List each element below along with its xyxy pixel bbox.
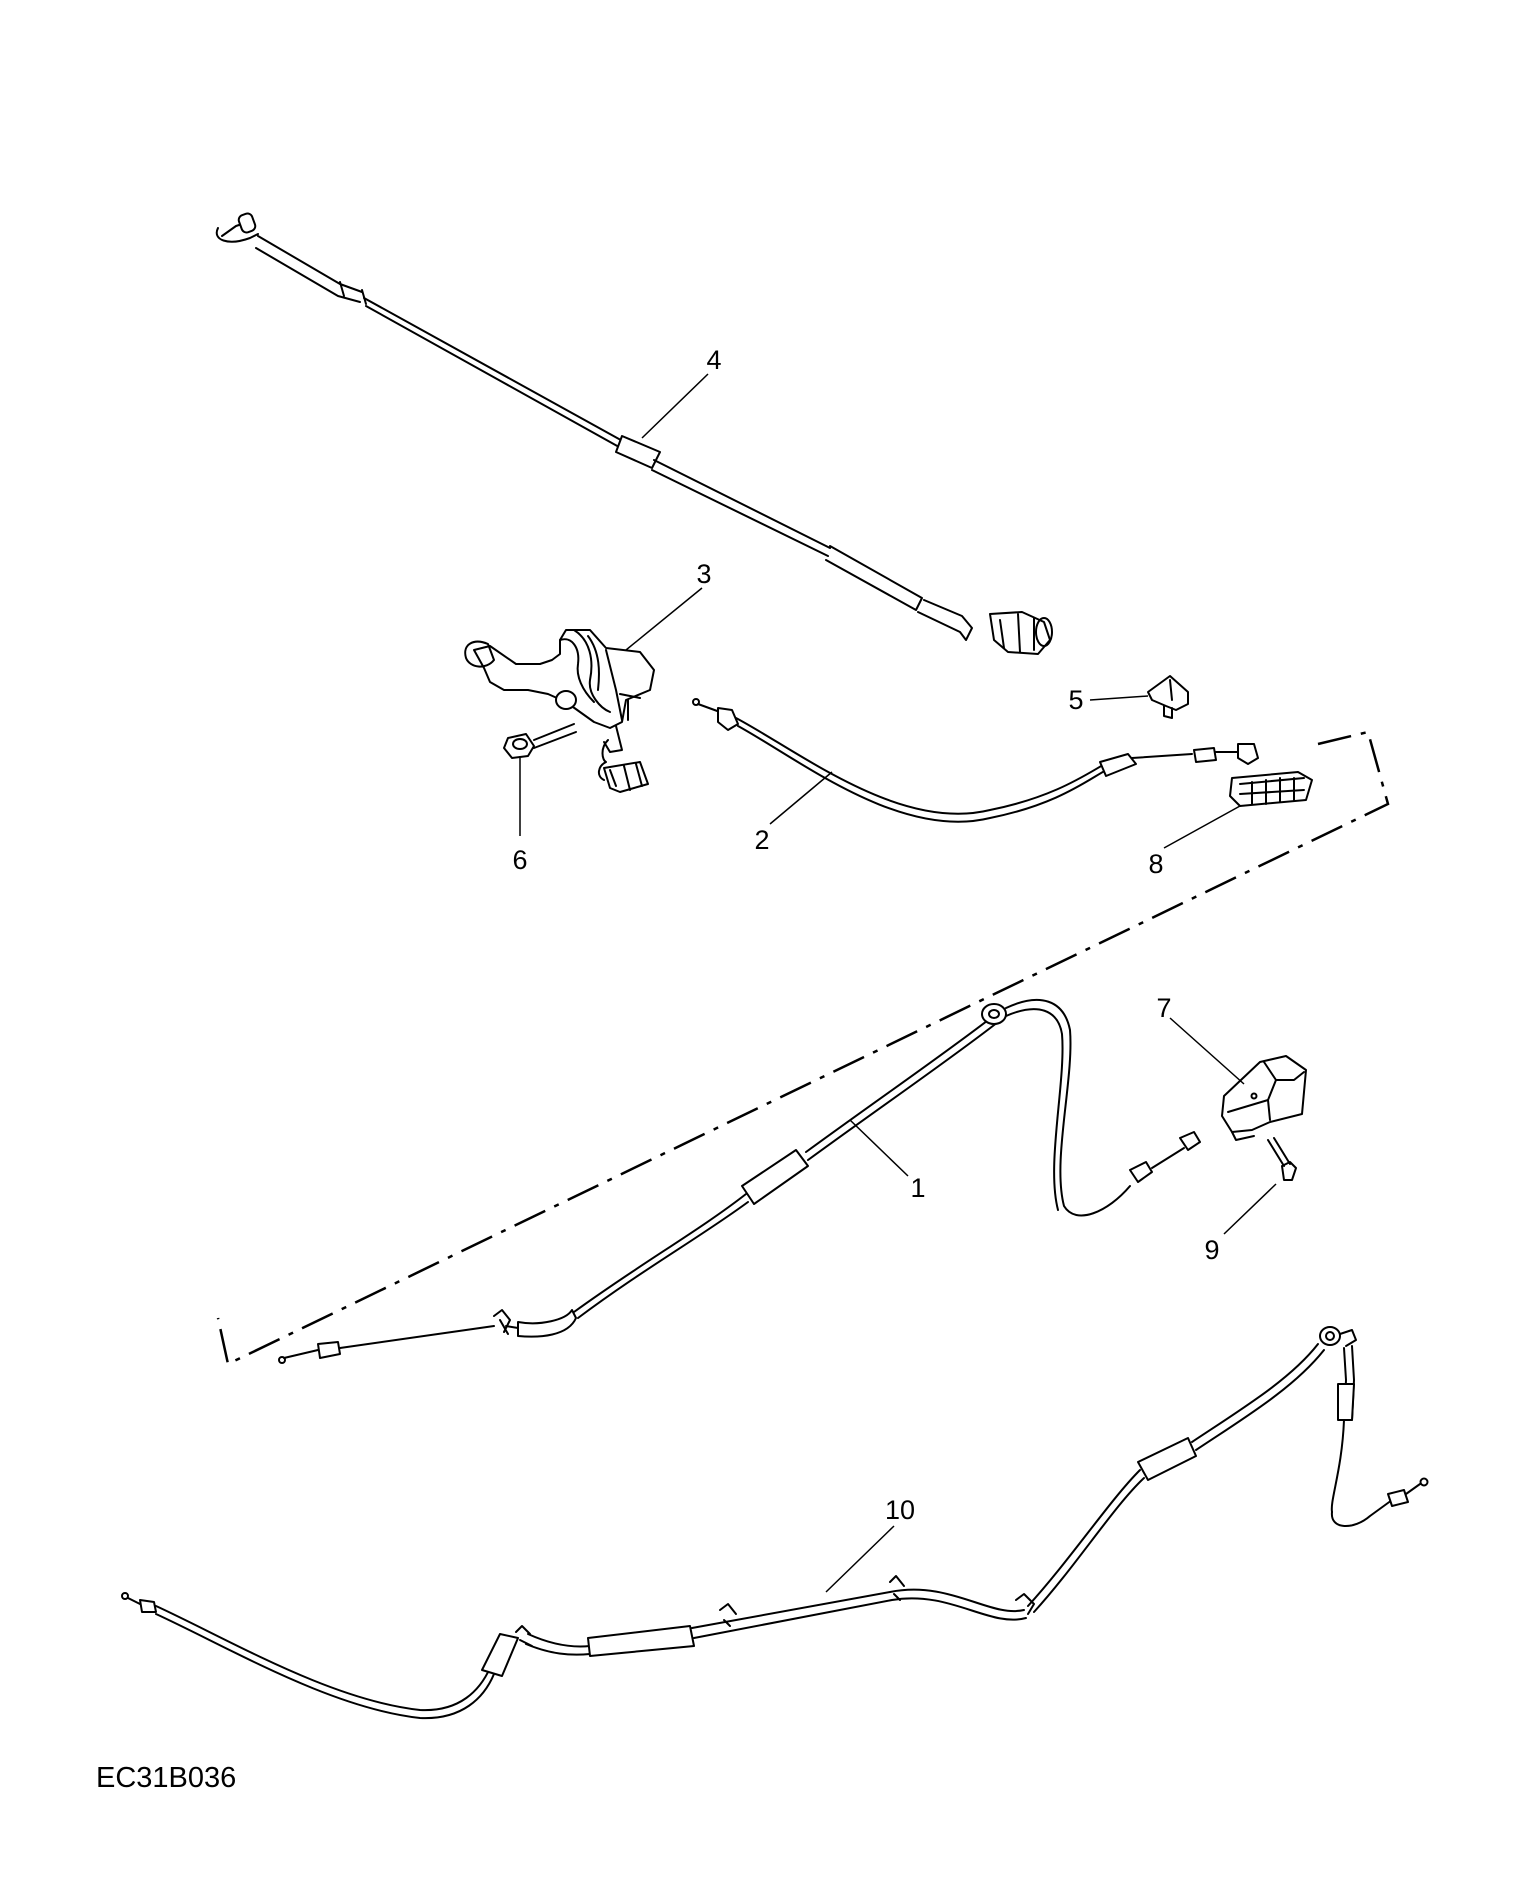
drawing-code: EC31B036 [96, 1762, 237, 1794]
part-7-bracket[interactable] [1221, 1055, 1307, 1141]
assembly-boundary [216, 730, 1390, 1366]
leader-5 [1089, 695, 1149, 701]
part-6-bolt[interactable] [503, 723, 577, 759]
part-9-screw[interactable] [1267, 1137, 1297, 1181]
leader-8 [1163, 805, 1241, 849]
part-4-stay-rod[interactable] [215, 212, 1053, 655]
callout-8: 8 [1148, 849, 1163, 879]
callout-7: 7 [1156, 993, 1171, 1023]
callout-numbers: 4 3 5 6 2 8 7 1 9 10 [512, 345, 1219, 1525]
callout-10: 10 [885, 1495, 915, 1525]
callout-1: 1 [910, 1173, 925, 1203]
leader-lines [519, 373, 1277, 1593]
part-10-release-cable[interactable] [121, 1326, 1429, 1720]
leader-9 [1223, 1183, 1277, 1235]
leader-7 [1169, 1017, 1245, 1085]
callout-4: 4 [706, 345, 721, 375]
part-8-handle[interactable] [1229, 771, 1313, 807]
callout-3: 3 [696, 559, 711, 589]
part-5-clip[interactable] [1147, 675, 1189, 719]
leader-2 [769, 771, 833, 825]
leader-4 [641, 373, 709, 439]
leader-1 [849, 1119, 909, 1177]
leader-3 [625, 587, 703, 651]
callout-6: 6 [512, 845, 527, 875]
callout-2: 2 [754, 825, 769, 855]
part-1-release-cable[interactable] [278, 999, 1201, 1364]
callout-5: 5 [1068, 685, 1083, 715]
callout-9: 9 [1204, 1235, 1219, 1265]
part-2-release-cable[interactable] [692, 698, 1259, 823]
part-3-latch[interactable] [464, 629, 655, 793]
leader-10 [825, 1525, 895, 1593]
